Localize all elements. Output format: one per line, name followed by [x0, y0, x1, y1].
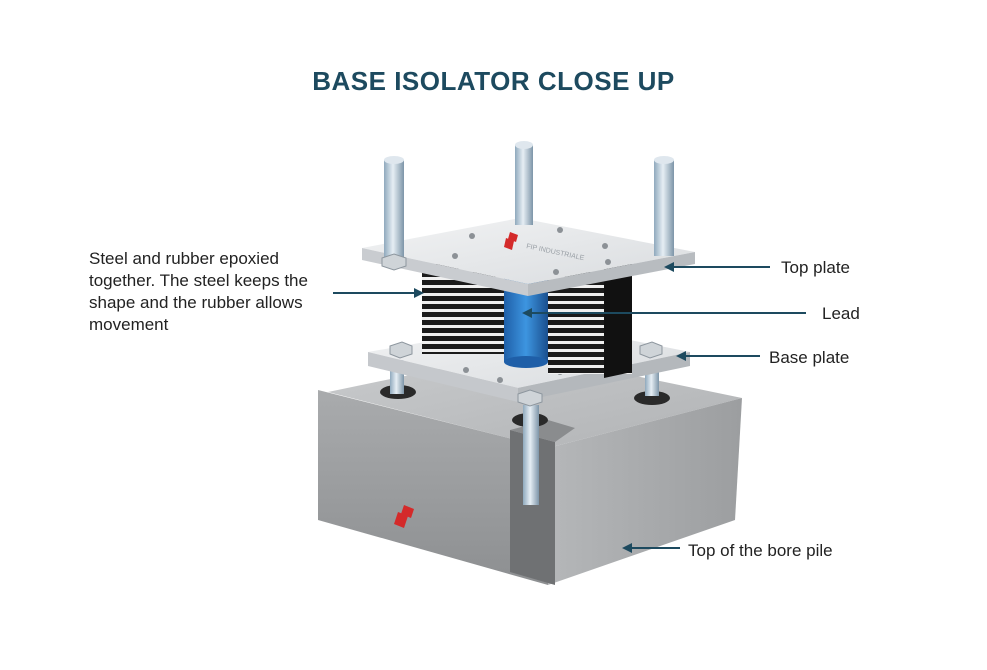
- top-rods: [381, 141, 674, 271]
- top-plate: FIP INDUSTRIALE: [362, 218, 695, 296]
- label-bore-pile: Top of the bore pile: [688, 541, 833, 560]
- arrowhead-lead: [522, 308, 532, 318]
- label-top-plate: Top plate: [781, 258, 850, 277]
- diagram-title: BASE ISOLATOR CLOSE UP: [312, 66, 675, 96]
- label-steel-rubber: Steel and rubber epoxied together. The s…: [89, 249, 308, 334]
- arrowhead-base-plate: [676, 351, 686, 361]
- fip-logo-concrete: [394, 505, 414, 528]
- arrowhead-bore-pile: [622, 543, 632, 553]
- laminated-bearing: [422, 262, 632, 378]
- arrowhead-steel-rubber: [414, 288, 424, 298]
- arrowhead-top-plate: [664, 262, 674, 272]
- label-base-plate: Base plate: [769, 348, 850, 367]
- callout-arrows: [333, 262, 806, 553]
- label-lead: Lead: [822, 304, 860, 323]
